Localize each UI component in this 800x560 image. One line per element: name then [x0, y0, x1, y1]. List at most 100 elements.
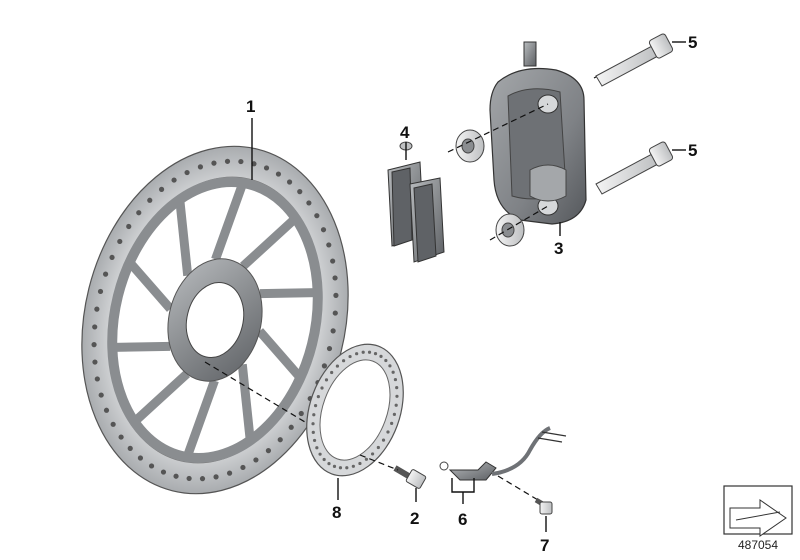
ring-tooth	[376, 445, 380, 450]
callout-4: 4	[400, 123, 410, 142]
ring-tooth	[345, 466, 349, 470]
document-number: 487054	[737, 538, 779, 552]
disc-hole	[137, 455, 144, 461]
disc-hole	[158, 186, 165, 192]
brake-disc	[81, 145, 349, 495]
disc-hole	[184, 169, 190, 176]
caliper-bolt-upper	[593, 33, 674, 87]
disc-hole	[330, 328, 336, 334]
disc-hole	[253, 457, 259, 463]
sensor-screw	[497, 475, 553, 515]
disc-hole	[240, 464, 246, 471]
callout-3: 3	[554, 239, 563, 258]
ring-tooth	[324, 378, 329, 382]
disc-hole	[298, 410, 304, 417]
disc-hole	[277, 437, 283, 443]
ring-tooth	[386, 430, 390, 434]
ring-tooth	[311, 422, 315, 426]
assembly-dash-lower	[489, 205, 549, 241]
disc-hole	[199, 476, 206, 482]
disc-hole	[148, 463, 155, 469]
disc-hole	[224, 158, 231, 164]
ring-tooth	[348, 354, 352, 359]
ring-tooth	[364, 457, 369, 461]
disc-hole	[226, 470, 233, 476]
navigation-arrow-icon[interactable]	[723, 485, 793, 537]
callout-1: 1	[246, 97, 255, 116]
ring-tooth	[393, 377, 398, 382]
callout-5-upper: 5	[688, 33, 697, 52]
ring-tooth	[394, 403, 398, 407]
disc-hole	[98, 392, 104, 398]
ring-tooth	[395, 386, 399, 390]
ring-tooth	[358, 461, 362, 466]
carrier-spokes	[114, 183, 316, 457]
disc-hole	[332, 275, 338, 281]
ring-tooth	[327, 462, 331, 466]
ring-tooth	[373, 352, 378, 356]
disc-hole	[320, 227, 327, 233]
abs-ring	[306, 343, 404, 477]
disc-hole	[126, 223, 132, 230]
disc-hole	[160, 469, 167, 475]
ring-tooth	[379, 354, 383, 358]
disc-hole	[275, 171, 282, 177]
ring-tooth	[320, 386, 324, 390]
disc-hole	[118, 434, 124, 440]
assembly-dash-upper	[447, 103, 549, 153]
disc-hole	[213, 474, 219, 480]
disc-hole	[109, 254, 115, 261]
callout-8: 8	[332, 503, 341, 522]
callout-7: 7	[540, 536, 549, 555]
disc-hole	[94, 376, 100, 382]
carrier-spoke	[211, 183, 247, 261]
disc-hole	[94, 306, 100, 312]
disc-hole	[314, 213, 320, 219]
carrier-spoke	[240, 216, 298, 270]
abs-sensor	[439, 426, 567, 481]
ring-tooth	[392, 412, 397, 416]
ring-tooth	[390, 421, 394, 425]
ring-tooth	[338, 466, 343, 470]
disc-hole	[92, 359, 98, 365]
disc-hole	[110, 421, 116, 427]
disc-hole	[97, 288, 104, 295]
ring-tooth	[318, 452, 322, 456]
disc-hole	[306, 200, 312, 206]
ring-tooth	[322, 457, 326, 462]
disc-hole	[211, 160, 217, 166]
ring-tooth	[335, 364, 340, 368]
disc-hole	[333, 292, 339, 298]
ring-tooth	[391, 370, 395, 374]
disc-hole	[265, 448, 272, 454]
disc-hole	[91, 342, 97, 348]
ring-tooth	[351, 464, 355, 468]
ring-tooth	[355, 352, 359, 356]
assembly-dash-bolt	[359, 454, 399, 471]
disc-hole	[173, 473, 179, 479]
disc-hole	[297, 189, 303, 195]
ring-tooth	[330, 370, 334, 375]
ring-tooth	[395, 394, 399, 398]
brake-pads	[387, 141, 445, 263]
carrier-spoke	[183, 379, 219, 457]
disc-hole	[326, 242, 332, 248]
ring-tooth	[384, 358, 388, 363]
ring-tooth	[311, 430, 315, 434]
carrier-spoke	[259, 288, 316, 299]
disc-hole	[326, 345, 333, 352]
caliper-spacer-lower	[495, 213, 525, 247]
ring-tooth	[388, 364, 392, 368]
disc-hole	[332, 310, 338, 316]
disc-hole	[321, 363, 328, 369]
carrier-spoke	[114, 341, 171, 352]
disc-hole	[127, 445, 133, 451]
callout-2: 2	[410, 509, 419, 528]
callout-5-lower: 5	[688, 141, 697, 160]
carrier-spoke	[132, 370, 190, 424]
ring-tooth	[341, 359, 346, 363]
caliper-bolt-lower	[595, 141, 674, 195]
disc-hole	[103, 407, 110, 413]
ring-tooth	[361, 350, 365, 354]
